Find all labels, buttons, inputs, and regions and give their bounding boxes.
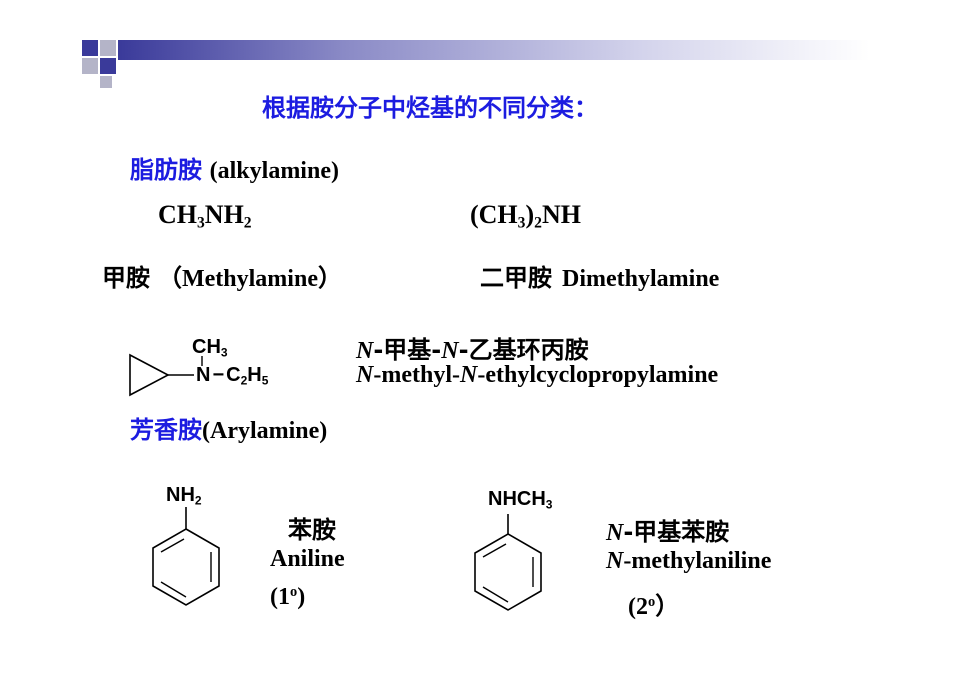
n-methylaniline-name-cn: N-甲基苯胺 — [606, 518, 730, 546]
cyclopropyl-n-ethyl-label: N−C2H5 — [196, 364, 269, 388]
methylamine-formula: CH3NH2 — [158, 200, 252, 232]
cyclopropyl-structure — [129, 353, 203, 397]
n-methylaniline-name-en: N-methylaniline — [606, 548, 772, 574]
dimethylamine-formula: (CH3)2NH — [470, 200, 581, 232]
dimethylamine-name-en: Dimethylamine — [562, 266, 720, 292]
cyclopropyl-name-cn: N-甲基-N-乙基环丙胺 — [356, 336, 589, 364]
aliphatic-label-cn: 脂肪胺 — [130, 156, 202, 184]
n-methylaniline-benzene-ring — [474, 514, 542, 611]
decor-square-grey-1 — [100, 40, 116, 56]
aniline-nh2-label: NH2 — [166, 484, 202, 508]
methylamine-name-en: （Methylamine） — [158, 266, 342, 292]
cyclopropyl-name-en: N-methyl-N-ethylcyclopropylamine — [356, 362, 719, 388]
aniline-benzene-ring — [152, 507, 220, 606]
decor-square-grey-2 — [82, 58, 98, 74]
aniline-degree: (1o) — [270, 584, 306, 610]
n-methylaniline-degree: (2o） — [628, 594, 680, 620]
methylamine-name-cn: 甲胺 — [102, 264, 150, 292]
methylamine-name: 甲胺 （Methylamine） — [102, 258, 342, 293]
aniline-name-cn: 苯胺 — [288, 516, 336, 544]
decor-square-navy-1 — [82, 40, 98, 56]
dimethylamine-name: 二甲胺 Dimethylamine — [480, 258, 719, 293]
cyclopropyl-ch3-label: CH3 — [192, 336, 228, 360]
decor-square-grey-3 — [100, 76, 112, 88]
aliphatic-label-en: (alkylamine) — [209, 158, 339, 184]
n-methylaniline-group-label: NHCH3 — [488, 488, 553, 512]
header-gradient-bar — [118, 40, 870, 60]
aromatic-label-cn: 芳香胺 — [130, 416, 202, 444]
decor-square-navy-2 — [100, 58, 116, 74]
slide-heading: 根据胺分子中烃基的不同分类： — [262, 94, 598, 122]
dimethylamine-name-cn: 二甲胺 — [480, 264, 552, 292]
aniline-name-en: Aniline — [270, 546, 345, 572]
aromatic-label: 芳香胺(Arylamine) — [130, 410, 327, 445]
cyclopropane-ring — [129, 353, 170, 397]
aromatic-label-en: (Arylamine) — [202, 418, 328, 444]
aliphatic-label: 脂肪胺 (alkylamine) — [130, 150, 339, 185]
